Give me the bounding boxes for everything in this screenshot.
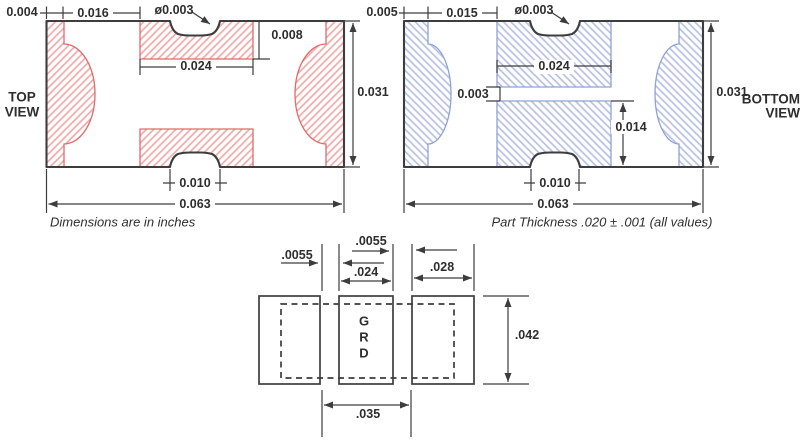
marking-d: D <box>359 346 368 361</box>
pad-gap-dim-ticks <box>486 86 501 102</box>
lower-center-pad-shape <box>496 100 612 168</box>
dim-lower-pad-height: 0.014 <box>615 120 646 134</box>
dim-pad-span: .035 <box>356 407 380 421</box>
bottom-view-label-line2: VIEW <box>765 106 800 121</box>
body-height-ext-lines <box>703 20 719 168</box>
dim-notch-diameter: ø0.003 <box>515 3 554 17</box>
dim-notch-diameter: ø0.003 <box>155 3 194 17</box>
marking-r: R <box>359 330 369 345</box>
upper-center-pad-shape <box>496 20 612 88</box>
marking-g: G <box>359 314 369 329</box>
dim-body-height: 0.031 <box>716 85 747 99</box>
pad-height-dim-lines <box>253 21 270 60</box>
land-pattern: G R D .0055 .0055 .024 .028 .042 .035 <box>258 234 539 437</box>
top-view-label-line1: TOP <box>8 90 36 105</box>
bottom-view: 0.005 0.015 ø0.003 0.024 0.003 0.014 0.0… <box>366 3 800 230</box>
dim-gap-left: .0055 <box>281 248 312 262</box>
pad-height-cap-lines <box>483 295 529 385</box>
dim-outer-pad-width: .028 <box>430 260 454 274</box>
land-pattern-dimensions: .0055 .0055 .024 .028 .042 .035 <box>281 234 539 437</box>
dim-body-width: 0.063 <box>179 197 210 211</box>
body-height-ext-lines <box>344 20 360 168</box>
dim-gap-right: .0055 <box>355 234 386 248</box>
component-outline-dashed <box>280 303 455 379</box>
dim-pad-width: 0.024 <box>538 59 569 73</box>
dim-left-offset: 0.015 <box>446 6 477 20</box>
dim-pad-width: 0.024 <box>180 59 211 73</box>
right-termination-shape <box>654 20 704 168</box>
right-land-pad <box>411 295 475 385</box>
dim-pad-height: 0.008 <box>271 28 302 42</box>
dim-left-margin: 0.005 <box>366 5 397 19</box>
dim-notch-width: 0.010 <box>539 176 570 190</box>
pad-span-ext-lines <box>321 390 412 437</box>
notch-leader-arrow <box>550 11 570 25</box>
top-view-label-line2: VIEW <box>5 105 40 120</box>
top-chain-dim-lines <box>40 6 141 19</box>
dim-body-width: 0.063 <box>537 197 568 211</box>
bottom-view-terminations <box>403 20 704 168</box>
top-ext-lines <box>321 244 475 291</box>
right-termination-shape <box>294 20 345 168</box>
left-land-pad <box>258 295 321 385</box>
center-land-pad <box>338 295 394 385</box>
top-pad-shape <box>139 20 254 60</box>
top-view-terminations <box>45 20 345 168</box>
dim-left-margin: 0.004 <box>6 5 37 19</box>
dim-pad-gap: 0.003 <box>457 87 488 101</box>
left-termination-shape <box>45 20 96 168</box>
thickness-note: Part Thickness .020 ± .001 (all values) <box>491 215 712 230</box>
body-width-ext-lines <box>45 169 345 213</box>
top-view: 0.004 0.016 ø0.003 0.008 0.024 0.031 0.0… <box>5 3 389 230</box>
units-note: Dimensions are in inches <box>50 215 196 230</box>
left-termination-shape <box>403 20 452 168</box>
bottom-pad-shape <box>139 128 254 168</box>
bottom-view-dimensions: 0.005 0.015 ø0.003 0.024 0.003 0.014 0.0… <box>366 3 748 213</box>
dim-pad-height: .042 <box>515 328 539 342</box>
bottom-view-label-line1: BOTTOM <box>742 92 800 107</box>
dim-left-offset: 0.016 <box>77 6 108 20</box>
dim-notch-width: 0.010 <box>179 176 210 190</box>
body-width-ext-lines <box>403 169 704 213</box>
notch-leader-arrow <box>191 11 211 25</box>
dim-center-pad-width: .024 <box>354 265 378 279</box>
top-chain-dim-lines <box>399 6 498 19</box>
top-view-dimensions: 0.004 0.016 ø0.003 0.008 0.024 0.031 0.0… <box>6 3 389 213</box>
dim-body-height: 0.031 <box>357 85 388 99</box>
